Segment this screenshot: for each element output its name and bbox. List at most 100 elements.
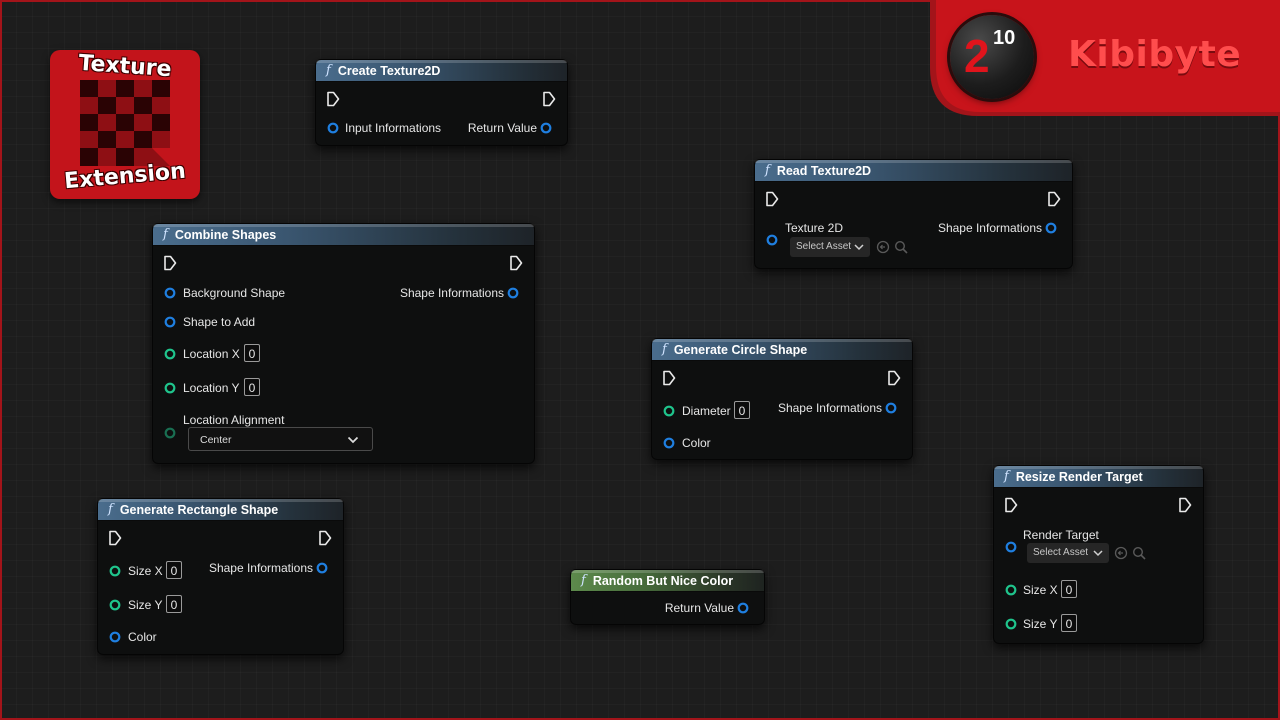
- location-y-input[interactable]: 0: [244, 378, 260, 396]
- chevron-down-icon: [1093, 550, 1103, 557]
- color-pin-icon[interactable]: [109, 631, 121, 643]
- render-target-pin-icon[interactable]: [1005, 541, 1017, 553]
- exec-in-pin-icon[interactable]: [326, 91, 340, 107]
- background-shape-pin-icon[interactable]: [164, 287, 176, 299]
- size-x-label: Size X: [128, 564, 163, 578]
- size-y-input[interactable]: 0: [166, 595, 182, 613]
- size-y-pin-icon[interactable]: [1005, 618, 1017, 630]
- exec-out-pin-icon[interactable]: [887, 370, 901, 386]
- search-icon[interactable]: [894, 240, 908, 254]
- node-generate-rectangle-shape[interactable]: f Generate Rectangle Shape Size X 0 Shape…: [97, 498, 344, 655]
- badge-base: 2: [964, 30, 990, 82]
- shape-to-add-pin-icon[interactable]: [164, 316, 176, 328]
- node-title: Read Texture2D: [776, 163, 872, 178]
- shape-informations-label: Shape Informations: [208, 561, 313, 575]
- node-title: Generate Rectangle Shape: [119, 502, 279, 517]
- output-pin-icon[interactable]: [507, 287, 519, 299]
- exec-out-pin-icon[interactable]: [542, 91, 556, 107]
- input-informations-label: Input Informations: [345, 121, 442, 135]
- shape-to-add-label: Shape to Add: [183, 315, 256, 329]
- input-pin-icon[interactable]: [327, 122, 339, 134]
- brand-name: Kibibyte: [1068, 34, 1242, 75]
- brand-banner: 2 10 Kibibyte: [930, 0, 1280, 116]
- output-pin-icon[interactable]: [1045, 222, 1057, 234]
- exec-out-pin-icon[interactable]: [1047, 191, 1061, 207]
- browse-back-icon[interactable]: [1114, 546, 1128, 560]
- function-icon: f: [108, 502, 113, 517]
- browse-back-icon[interactable]: [876, 240, 890, 254]
- location-alignment-pin-icon[interactable]: [164, 427, 176, 439]
- output-pin-icon[interactable]: [737, 602, 749, 614]
- exec-in-pin-icon[interactable]: [1004, 497, 1018, 513]
- exec-in-pin-icon[interactable]: [163, 255, 177, 271]
- node-title: Random But Nice Color: [592, 573, 734, 588]
- size-y-label: Size Y: [128, 598, 163, 612]
- diameter-input[interactable]: 0: [734, 401, 750, 419]
- checker-icon: [80, 80, 170, 166]
- size-x-pin-icon[interactable]: [109, 565, 121, 577]
- color-pin-icon[interactable]: [663, 437, 675, 449]
- search-icon[interactable]: [1132, 546, 1146, 560]
- texture-2d-label: Texture 2D: [785, 221, 844, 235]
- output-pin-icon[interactable]: [885, 402, 897, 414]
- output-pin-icon[interactable]: [540, 122, 552, 134]
- size-y-input[interactable]: 0: [1061, 614, 1077, 632]
- output-pin-icon[interactable]: [316, 562, 328, 574]
- alignment-selected-value: Center: [200, 434, 232, 446]
- function-icon: f: [163, 227, 168, 242]
- exec-out-pin-icon[interactable]: [318, 530, 332, 546]
- select-asset-dropdown[interactable]: Select Asset: [1027, 543, 1109, 563]
- node-title: Create Texture2D: [337, 63, 441, 78]
- shape-informations-label: Shape Informations: [937, 221, 1042, 235]
- chevron-down-icon: [854, 244, 864, 251]
- exec-in-pin-icon[interactable]: [108, 530, 122, 546]
- size-y-pin-icon[interactable]: [109, 599, 121, 611]
- node-header[interactable]: f Random But Nice Color: [571, 570, 764, 592]
- location-alignment-dropdown[interactable]: Center: [188, 427, 373, 451]
- size-y-label: Size Y: [1023, 617, 1058, 631]
- color-label: Color: [682, 436, 711, 450]
- location-x-pin-icon[interactable]: [164, 348, 176, 360]
- select-asset-placeholder: Select Asset: [796, 241, 852, 252]
- function-icon: f: [1004, 469, 1009, 484]
- location-y-pin-icon[interactable]: [164, 382, 176, 394]
- background-shape-label: Background Shape: [183, 286, 286, 300]
- shape-informations-label: Shape Informations: [777, 401, 882, 415]
- node-header[interactable]: f Read Texture2D: [755, 160, 1072, 182]
- location-x-input[interactable]: 0: [244, 344, 260, 362]
- location-x-label: Location X: [183, 347, 240, 361]
- exec-in-pin-icon[interactable]: [765, 191, 779, 207]
- diameter-pin-icon[interactable]: [663, 405, 675, 417]
- node-header[interactable]: f Generate Rectangle Shape: [98, 499, 343, 521]
- size-x-input[interactable]: 0: [166, 561, 182, 579]
- kibibyte-badge-icon: 2 10: [950, 15, 1034, 99]
- texture-input-pin-icon[interactable]: [766, 234, 778, 246]
- return-value-label: Return Value: [467, 121, 537, 135]
- location-y-label: Location Y: [183, 381, 240, 395]
- select-asset-dropdown[interactable]: Select Asset: [790, 237, 870, 257]
- color-label: Color: [128, 630, 157, 644]
- render-target-label: Render Target: [1023, 528, 1099, 542]
- exec-out-pin-icon[interactable]: [1178, 497, 1192, 513]
- diameter-label: Diameter: [682, 404, 731, 418]
- function-icon: f: [581, 573, 586, 588]
- function-icon: f: [765, 163, 770, 178]
- texture-extension-logo: Texture Extension: [50, 50, 200, 199]
- exec-out-pin-icon[interactable]: [509, 255, 523, 271]
- size-x-pin-icon[interactable]: [1005, 584, 1017, 596]
- function-icon: f: [662, 342, 667, 357]
- size-x-input[interactable]: 0: [1061, 580, 1077, 598]
- exec-in-pin-icon[interactable]: [662, 370, 676, 386]
- location-alignment-label: Location Alignment: [183, 413, 285, 427]
